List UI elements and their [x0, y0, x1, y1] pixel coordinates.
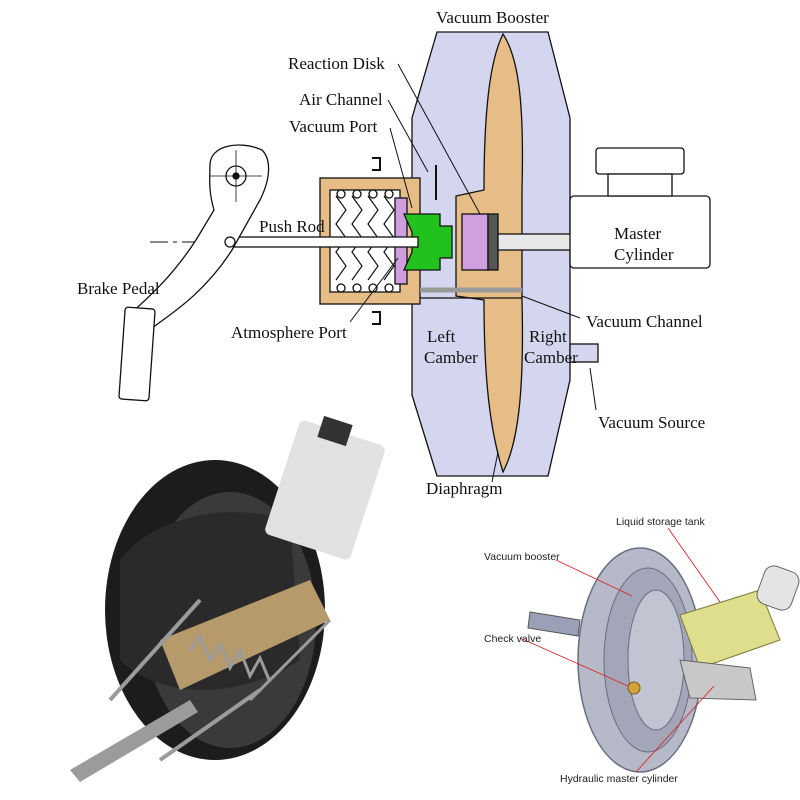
cutaway-illustration	[70, 415, 385, 782]
spring-coils	[336, 189, 394, 293]
label-reaction-disk: Reaction Disk	[288, 54, 385, 73]
reaction-disk	[461, 213, 489, 271]
label-vacuum-port: Vacuum Port	[289, 117, 378, 136]
seals	[372, 157, 381, 325]
label-right-camber: Camber	[524, 348, 578, 367]
render-leaders	[519, 527, 721, 773]
label-vacuum-source: Vacuum Source	[598, 413, 706, 432]
label-hydraulic-master-cylinder: Hydraulic master cylinder	[560, 773, 678, 785]
label-vacuum-booster: Vacuum Booster	[436, 8, 549, 27]
cutaway-push-rod	[70, 700, 198, 782]
fluid-reservoir	[595, 147, 685, 175]
label-vacuum-channel: Vacuum Channel	[586, 312, 703, 331]
cutaway-reservoir	[265, 420, 385, 560]
label-left: Left	[427, 327, 456, 346]
rendering-illustration	[519, 527, 800, 773]
piston-plate	[487, 213, 499, 271]
render-check-valve	[627, 681, 641, 695]
label-master: Master	[614, 224, 662, 243]
cutaway-spring	[188, 632, 272, 683]
label-render-vacuum-booster: Vacuum booster	[484, 551, 560, 563]
label-atmosphere-port: Atmosphere Port	[231, 323, 347, 342]
inner-mechanism	[160, 580, 330, 690]
push-rod	[227, 236, 419, 248]
leader-lines	[349, 63, 597, 483]
label-push-rod: Push Rod	[259, 217, 325, 236]
label-diaphragm: Diaphragm	[426, 479, 503, 498]
label-left-camber: Camber	[424, 348, 478, 367]
vacuum-source-tube	[569, 343, 599, 363]
label-check-valve: Check valve	[484, 633, 542, 645]
label-liquid-storage-tank: Liquid storage tank	[616, 516, 705, 528]
label-air-channel: Air Channel	[299, 90, 383, 109]
schematic-drawing	[118, 31, 711, 483]
render-tank	[679, 589, 781, 669]
brake-pedal	[124, 144, 270, 331]
label-brake-pedal: Brake Pedal	[77, 279, 160, 298]
label-cylinder: Cylinder	[614, 245, 674, 264]
label-right: Right	[529, 327, 567, 346]
render-tank-cap	[756, 565, 800, 611]
render-master-cylinder	[679, 659, 757, 701]
